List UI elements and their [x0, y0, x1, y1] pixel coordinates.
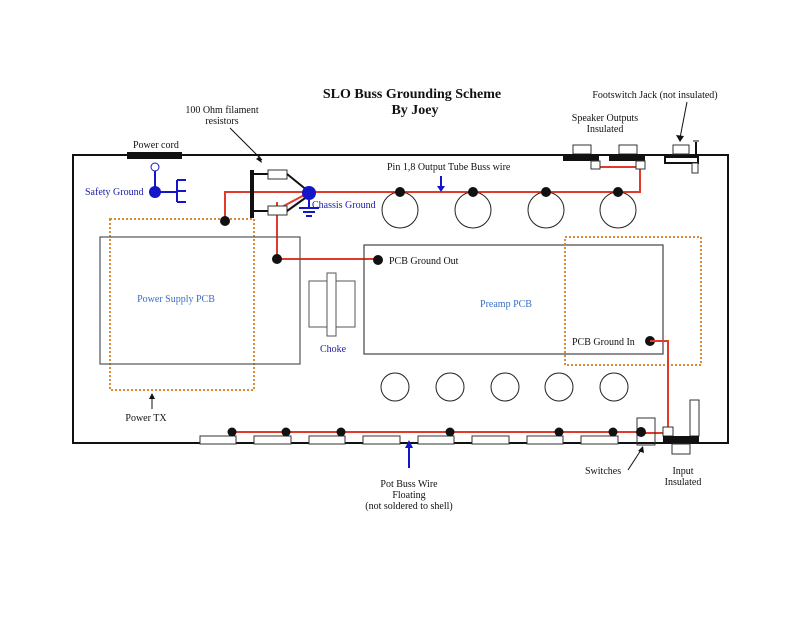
- pot: [362, 435, 401, 445]
- resistor-bottom-to-ground: [286, 195, 309, 212]
- power-tx-arrowhead: [149, 393, 155, 399]
- preamp-tube: [599, 372, 629, 402]
- pot: [580, 435, 619, 445]
- pots: [199, 435, 619, 445]
- speaker-outputs-label-1: Speaker Outputs: [572, 113, 638, 124]
- filament-resistor-top: [267, 169, 288, 180]
- power-supply-pcb-label: Power Supply PCB: [137, 294, 215, 305]
- preamp-tube: [544, 372, 574, 402]
- pot-buss-node: [227, 427, 237, 437]
- footswitch-arrow: [679, 101, 688, 139]
- switches-arrowhead: [638, 446, 644, 453]
- output-tube: [381, 191, 419, 229]
- chassis-ground-node: [302, 186, 316, 200]
- footswitch-jack: [664, 140, 699, 174]
- pot-buss-node: [445, 427, 455, 437]
- power-cord: [127, 152, 182, 159]
- pot-buss-node: [281, 427, 291, 437]
- output-tube: [454, 191, 492, 229]
- preamp-pcb-label: Preamp PCB: [480, 299, 532, 310]
- pot: [199, 435, 237, 445]
- pot-buss-node: [336, 427, 346, 437]
- pot-buss-label-1: Pot Buss Wire: [380, 479, 438, 490]
- input-label-1: Input: [672, 466, 693, 477]
- earth-ground-icon: [155, 179, 186, 203]
- pcb-ground-out-label: PCB Ground Out: [389, 256, 459, 267]
- output-tube: [599, 191, 637, 229]
- output-buss-label: Pin 1,8 Output Tube Buss wire: [387, 162, 511, 173]
- input-label-2: Insulated: [665, 477, 702, 488]
- output-tx-outline: [564, 236, 702, 366]
- choke-label: Choke: [320, 344, 347, 355]
- power-tx-ground-node: [220, 216, 230, 226]
- switches-arrow: [627, 449, 642, 471]
- pot: [526, 435, 564, 445]
- preamp-tubes: [380, 372, 629, 402]
- filament-resistors-label-2: resistors: [205, 116, 238, 127]
- output-tubes: [381, 191, 637, 229]
- pot-buss-label-3: (not soldered to shell): [365, 501, 452, 512]
- input-jack: [662, 399, 700, 455]
- power-cord-label: Power cord: [133, 140, 179, 151]
- filament-resistor-bottom: [267, 205, 288, 216]
- title-line-1: SLO Buss Grounding Scheme: [323, 87, 501, 102]
- filament-arrowhead: [256, 156, 262, 163]
- input-ground-wire: [645, 340, 669, 434]
- pcb-ground-in-label: PCB Ground In: [572, 337, 635, 348]
- pot-buss-node: [608, 427, 618, 437]
- speaker-outputs-label-2: Insulated: [587, 124, 624, 135]
- choke: [308, 272, 356, 337]
- output-tube-pins: [395, 187, 623, 197]
- pot: [417, 435, 455, 445]
- heater-bar: [250, 170, 254, 218]
- pcb-ground-out-node: [373, 255, 383, 265]
- pot: [308, 435, 346, 445]
- title-line-2: By Joey: [391, 103, 438, 118]
- chassis-ground-label: Chassis Ground: [312, 200, 376, 211]
- pot-buss-nodes: [227, 427, 618, 437]
- power-supply-pcb: [99, 236, 301, 365]
- pot-buss-arrowhead: [405, 440, 413, 448]
- tube-pin-node: [468, 187, 478, 197]
- power-cord-pin: [150, 162, 160, 172]
- switch-ground-node: [636, 427, 646, 437]
- tube-pin-node: [541, 187, 551, 197]
- speaker-wire: [597, 162, 640, 168]
- tube-pin-node: [613, 187, 623, 197]
- output-tube: [527, 191, 565, 229]
- output-buss-arrowhead: [437, 186, 445, 192]
- power-tx-outline: [109, 218, 255, 391]
- preamp-tube: [380, 372, 410, 402]
- preamp-tube: [490, 372, 520, 402]
- ps-ground-node: [272, 254, 282, 264]
- footswitch-jack-label: Footswitch Jack (not insulated): [592, 90, 717, 101]
- chassis-ground-icon: [299, 200, 319, 217]
- footswitch-arrowhead: [676, 135, 684, 142]
- safety-ground-label: Safety Ground: [85, 187, 144, 198]
- power-tx-label: Power TX: [125, 413, 167, 424]
- tube-pin-node: [395, 187, 405, 197]
- pot-buss-label-2: Floating: [392, 490, 425, 501]
- preamp-tube: [435, 372, 465, 402]
- speaker-jack-2: [609, 144, 646, 170]
- filament-resistors-label-1: 100 Ohm filament: [185, 105, 259, 116]
- filament-arrow: [229, 127, 263, 161]
- pot: [471, 435, 510, 445]
- preamp-pcb: [363, 244, 664, 355]
- pot: [253, 435, 292, 445]
- switches-label: Switches: [585, 466, 621, 477]
- speaker-jack-1: [563, 144, 601, 170]
- pot-buss-node: [554, 427, 564, 437]
